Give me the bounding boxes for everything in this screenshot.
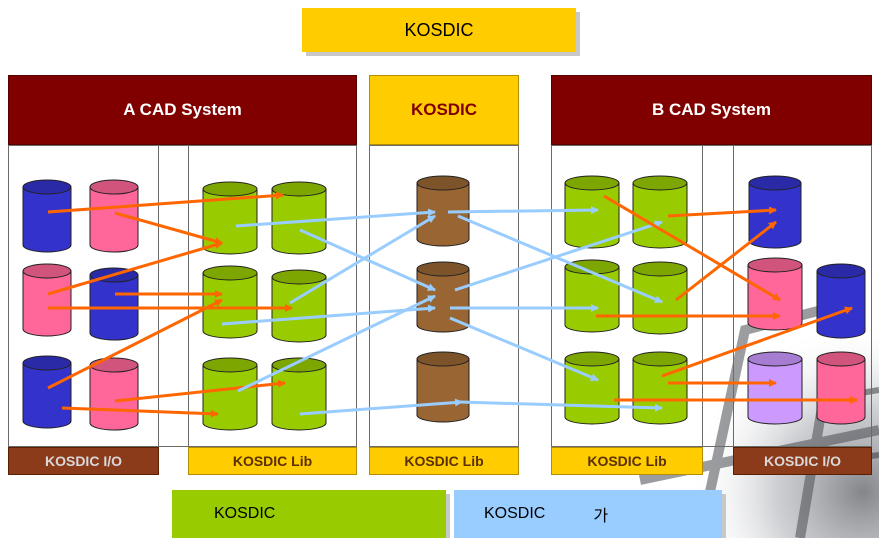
db-cylinder-green [271,269,327,343]
arrow-orange [603,194,781,302]
db-cylinder-green [564,259,620,333]
db-cylinder-green [632,175,688,249]
arrow-orange [114,211,223,245]
db-cylinder-green [271,181,327,255]
a-system-lib-subpanel [188,145,357,447]
legend-blue-suffix: 가 [593,508,609,525]
db-cylinder-pink [89,179,139,253]
b-system-lib-footer: KOSDIC Lib [551,447,703,475]
b-system-lib-subpanel [551,145,703,447]
center-header: KOSDIC [369,75,519,145]
arrow-blue [447,206,599,215]
arrow-blue [235,208,436,228]
b-system-io-footer: KOSDIC I/O [733,447,872,475]
db-cylinder-pink [89,357,139,431]
db-cylinder-green [271,357,327,431]
a-system-lib-footer: KOSDIC Lib [188,447,357,475]
db-cylinder-pink [747,257,803,331]
arrow-orange [47,191,284,214]
blue-arrows [221,206,663,416]
db-cylinder-pink [22,263,72,337]
orange-arrows-a [47,191,293,418]
db-cylinder-brown [416,351,470,423]
db-cylinder-green [202,181,258,255]
arrow-blue [299,228,436,292]
arrow-orange [675,220,777,302]
legend-kosdic-blue: KOSDIC 가 [454,490,722,538]
db-cylinder-pink [816,351,866,425]
arrow-blue [237,294,436,393]
arrow-orange [61,406,219,418]
db-cylinder-lavender [747,351,803,425]
arrow-orange [47,298,223,390]
a-system-io-subpanel [8,145,159,447]
legend-green-label: KOSDIC [214,505,276,522]
a-system-header: A CAD System [8,75,357,145]
b-system-header: B CAD System [551,75,872,145]
arrow-orange [667,206,777,218]
db-cylinder-blue [22,179,72,253]
db-cylinder-green [564,175,620,249]
arrow-blue [221,304,436,326]
top-title: KOSDIC [302,8,576,52]
db-cylinder-green [564,351,620,425]
db-cylinder-blue [816,263,866,339]
legend-blue-label: KOSDIC [484,505,546,522]
db-cylinder-brown [416,175,470,247]
arrow-blue [289,214,436,305]
db-cylinder-green [632,351,688,425]
orange-arrows-b [596,194,858,404]
legend-kosdic-green: KOSDIC [172,490,446,538]
arrow-blue [459,400,663,412]
db-cylinder-green [202,265,258,339]
b-system-io-subpanel [733,145,872,447]
center-lib-footer: KOSDIC Lib [369,447,519,475]
arrow-blue [299,398,463,416]
db-cylinder-blue [22,355,72,429]
db-cylinder-green [202,357,258,431]
arrow-orange [661,306,853,378]
center-panel [369,145,519,447]
arrow-orange [47,241,223,296]
arrow-blue [449,316,599,382]
arrow-blue [454,220,663,292]
a-system-io-footer: KOSDIC I/O [8,447,159,475]
arrow-orange [114,379,286,403]
arrow-blue [457,214,663,304]
